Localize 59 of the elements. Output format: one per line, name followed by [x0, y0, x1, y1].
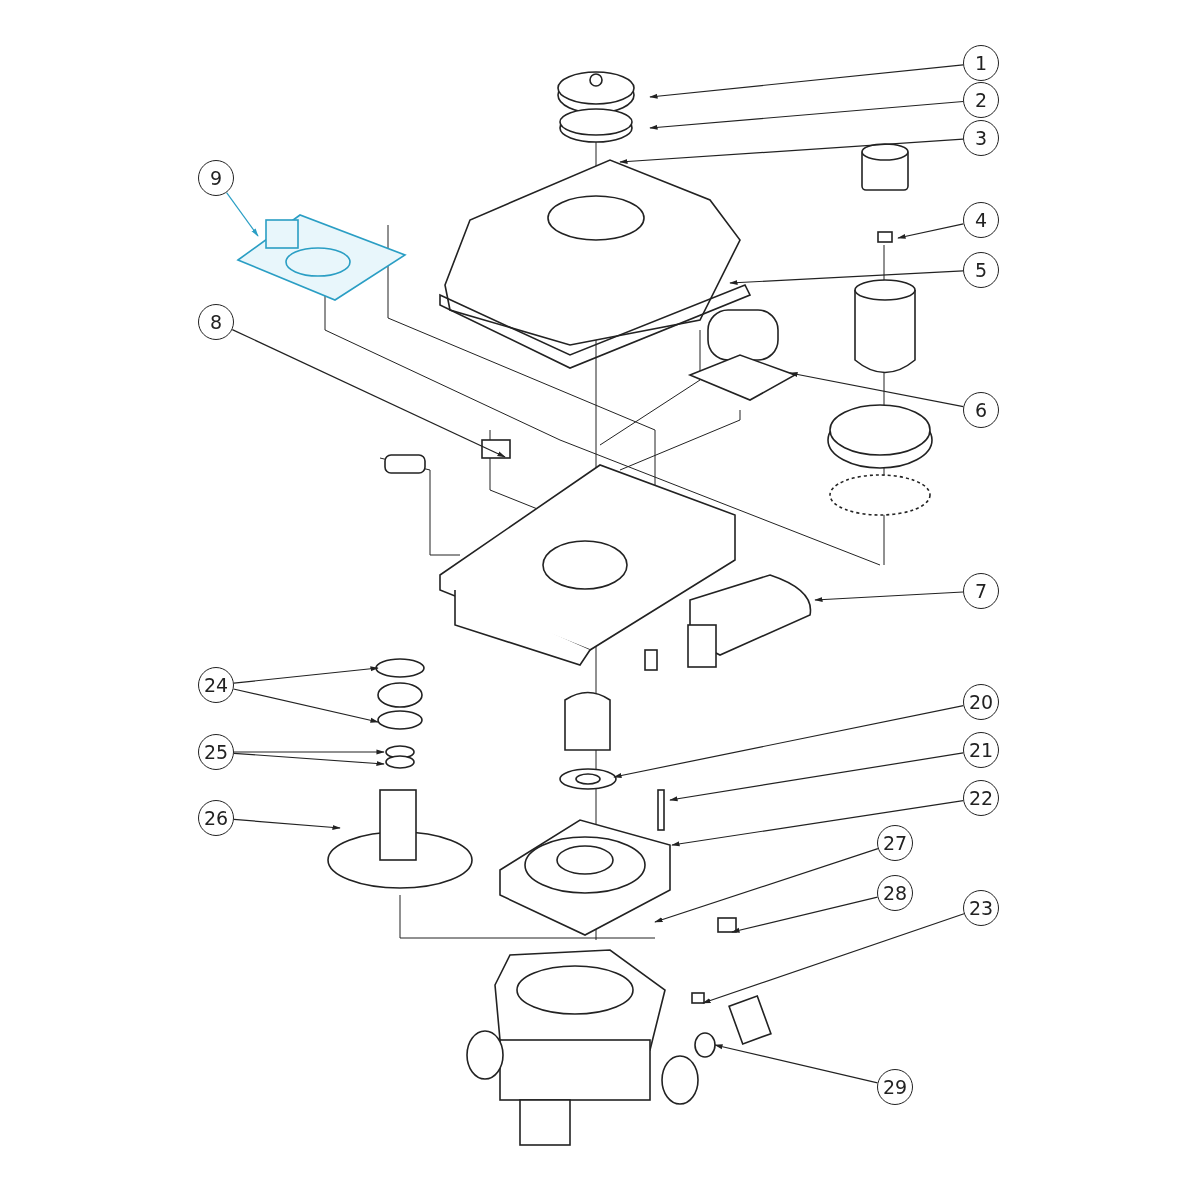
leader-line — [233, 749, 385, 755]
callout-circle — [963, 82, 999, 118]
callout-number: 8 — [209, 312, 223, 332]
callout-number: 29 — [882, 1077, 908, 1097]
callout-circle — [877, 1069, 913, 1105]
callout-circle — [963, 684, 999, 720]
callout-number: 27 — [882, 833, 908, 853]
callout-circle — [198, 160, 234, 196]
leader-line — [233, 752, 385, 766]
leader-line — [613, 705, 964, 778]
leader-line — [226, 192, 259, 237]
callout-circle — [963, 392, 999, 428]
callout-circle — [198, 800, 234, 836]
callout-number: 3 — [974, 128, 988, 148]
leader-line — [649, 100, 964, 130]
callout-number: 9 — [209, 168, 223, 188]
callout-number: 22 — [968, 788, 994, 808]
callout-number: 25 — [203, 742, 229, 762]
callout-number: 1 — [974, 53, 988, 73]
callout-circle — [963, 890, 999, 926]
callout-circle — [198, 734, 234, 770]
callout-circle — [963, 573, 999, 609]
callout-number: 20 — [968, 692, 994, 712]
leader-line — [671, 800, 964, 847]
leader-line — [729, 270, 964, 286]
callout-circle — [198, 667, 234, 703]
leader-line — [233, 666, 379, 684]
leader-line — [649, 64, 964, 99]
leader-line — [619, 138, 964, 164]
leader-line — [654, 848, 879, 923]
leader-line — [814, 591, 964, 603]
callout-circle — [963, 45, 999, 81]
leader-line — [897, 223, 964, 239]
leader-line — [233, 818, 341, 830]
callout-circle — [877, 825, 913, 861]
callout-circle — [963, 732, 999, 768]
callout-number: 5 — [974, 260, 988, 280]
leader-line — [669, 752, 964, 802]
callout-number: 26 — [203, 808, 229, 828]
callout-number: 24 — [203, 675, 229, 695]
leader-line — [789, 371, 964, 408]
callout-circle — [877, 875, 913, 911]
leader-line — [731, 896, 879, 933]
callout-number: 28 — [882, 883, 908, 903]
callout-circle — [198, 304, 234, 340]
callout-number: 2 — [974, 90, 988, 110]
callout-number: 4 — [974, 210, 988, 230]
callout-number: 6 — [974, 400, 988, 420]
callout-number: 23 — [968, 898, 994, 918]
leader-line — [714, 1044, 879, 1084]
callout-circle — [963, 120, 999, 156]
leader-line — [232, 688, 379, 723]
callout-circle — [963, 780, 999, 816]
leader-line — [702, 913, 965, 1004]
callout-circle — [963, 252, 999, 288]
callout-circle — [963, 202, 999, 238]
callout-number: 21 — [968, 740, 994, 760]
callout-number: 7 — [974, 581, 988, 601]
leader-line — [231, 329, 506, 458]
